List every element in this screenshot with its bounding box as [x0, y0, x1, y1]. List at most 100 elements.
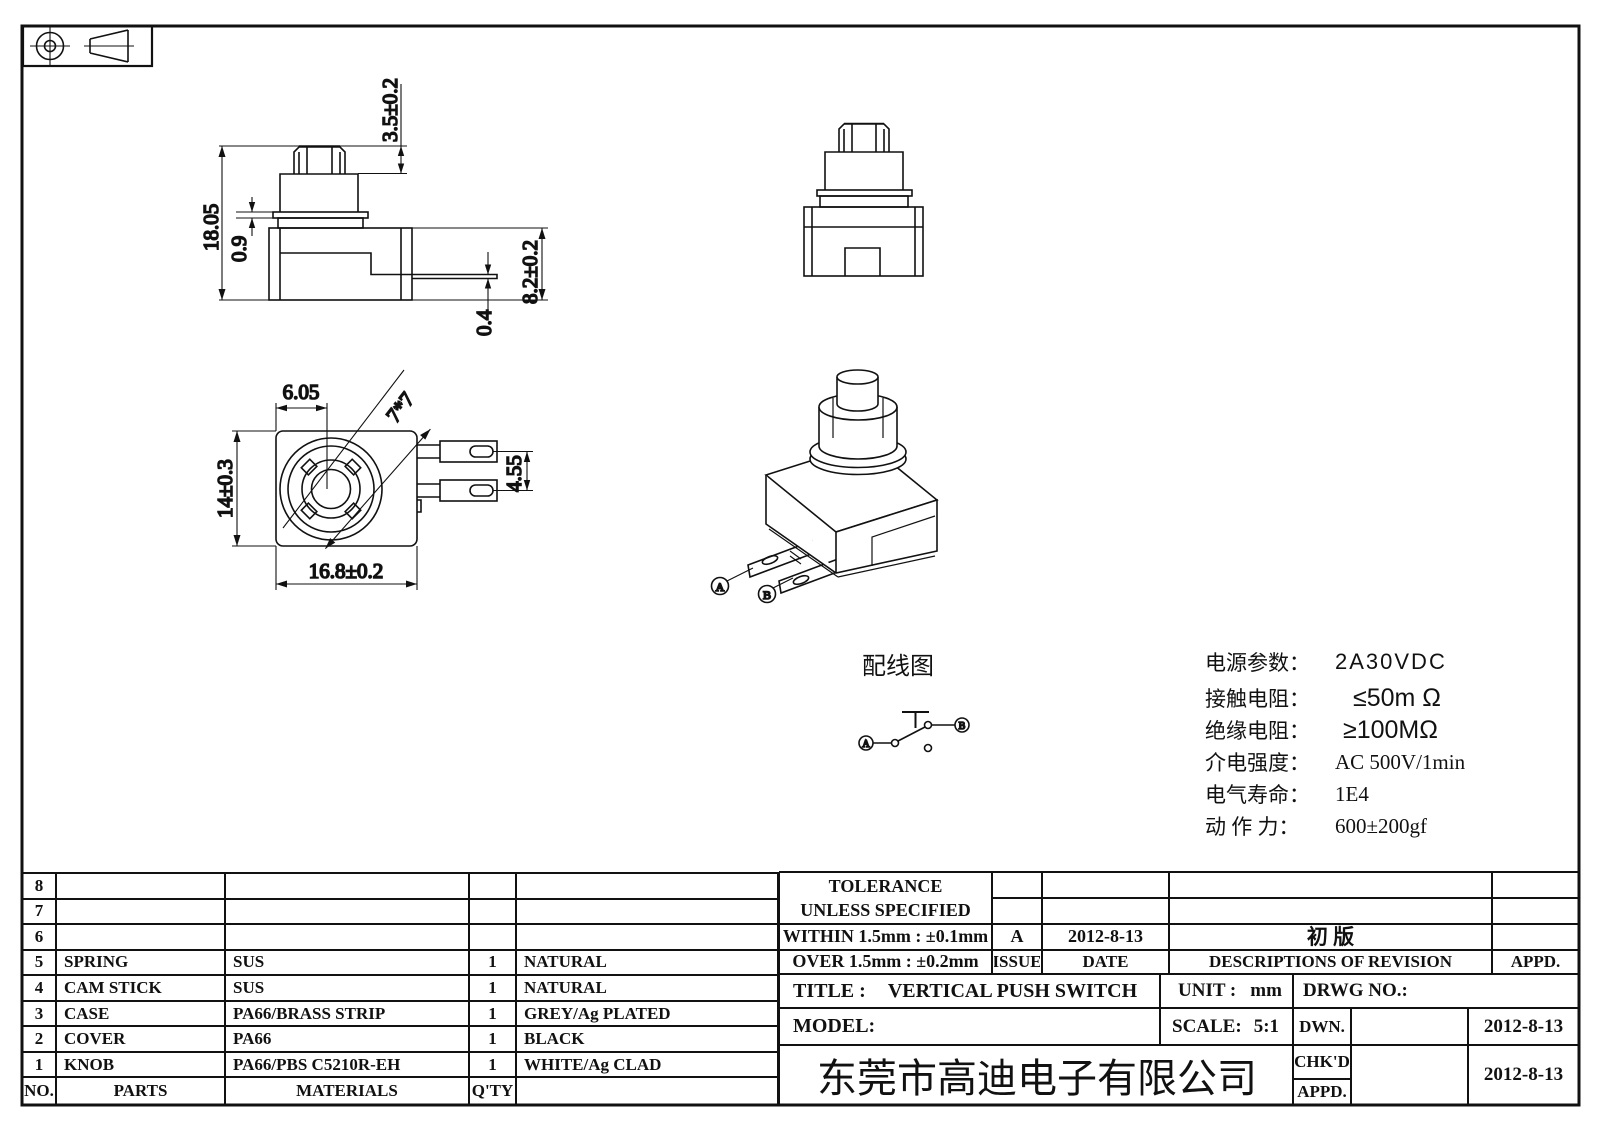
dim-body-depth: 14±0.3 — [213, 459, 237, 518]
dim-knob-top: 6.05 — [283, 380, 320, 404]
title-value: VERTICAL PUSH SWITCH — [887, 979, 1138, 1002]
parts-row-no: 3 — [23, 1001, 57, 1028]
spec-contact-resistance: 接触电阻： ≤50m Ω — [1205, 682, 1505, 714]
model-label: MODEL: — [793, 1015, 876, 1037]
parts-table: 8 7 6 5 SPRING SUS 1 NATURAL 4 CAM STICK… — [21, 872, 779, 1106]
parts-row-color: NATURAL — [517, 976, 777, 1002]
chkd-label: CHK'D — [1295, 1052, 1349, 1071]
spec-dielectric-strength: 介电强度： AC 500V/1min — [1205, 746, 1505, 778]
wiring-terminal-b-label: B — [959, 721, 966, 732]
dim-knob-square: 7*7 — [381, 387, 419, 427]
parts-row-qty: 1 — [470, 1001, 517, 1028]
parts-footer-qty: Q'TY — [470, 1078, 517, 1104]
spec-insulation-resistance: 绝缘电阻： ≥100MΩ — [1205, 714, 1505, 746]
parts-row-color: GREY/Ag PLATED — [517, 1002, 777, 1028]
parts-row-color: NATURAL — [517, 951, 777, 977]
parts-row-color — [517, 874, 777, 900]
spec-dielectric-strength-value: AC 500V/1min — [1335, 749, 1466, 774]
parts-row-qty: 1 — [470, 976, 517, 1002]
dim-terminal-pitch: 4.55 — [502, 455, 526, 492]
bottom-view — [275, 430, 498, 547]
front-view-arrows — [218, 146, 546, 300]
spec-contact-resistance-value: ≤50m Ω — [1353, 683, 1441, 712]
title-block-grid — [778, 871, 1579, 1105]
iso-terminal-b-label: B — [763, 588, 771, 602]
parts-row-no: 5 — [23, 950, 57, 977]
parts-row-no: 1 — [23, 1052, 57, 1079]
spec-electrical-life-value: 1E4 — [1335, 781, 1369, 806]
parts-footer-parts: PARTS — [57, 1078, 226, 1104]
front-view — [268, 145, 498, 301]
parts-row-material — [226, 899, 470, 926]
parts-row-qty: 1 — [470, 1027, 517, 1053]
dim-knob-height: 3.5±0.2 — [378, 78, 402, 142]
parts-row-name: COVER — [57, 1027, 226, 1053]
dim-body-height: 8.2±0.2 — [518, 240, 542, 304]
spec-power: 电源参数： 2A30VDC — [1205, 646, 1505, 678]
parts-row-name: KNOB — [57, 1052, 226, 1079]
parts-row-qty — [470, 925, 517, 951]
company-name: 东莞市高迪电子有限公司 — [817, 1056, 1257, 1101]
tolerance-header-line2: UNLESS SPECIFIED — [800, 899, 971, 920]
title-label: TITLE : — [793, 979, 866, 1002]
bottom-view-arrows — [233, 404, 531, 588]
dim-terminal-thickness: 0.4 — [472, 309, 496, 336]
dwn-label: DWN. — [1299, 1016, 1345, 1036]
dim-total-height: 18.05 — [199, 204, 223, 251]
parts-row-qty: 1 — [470, 950, 517, 977]
unit-value: mm — [1250, 980, 1282, 1001]
tolerance-over: OVER 1.5mm : ±0.2mm — [792, 951, 979, 971]
parts-row-name — [57, 874, 226, 900]
scale-label: SCALE: — [1172, 1015, 1242, 1037]
scale-row: SCALE: 5:1 — [1172, 1010, 1290, 1043]
spec-operating-force-label: 动 作 力： — [1205, 815, 1300, 839]
iso-terminal-a-label: A — [716, 580, 725, 594]
wiring-diagram — [858, 711, 970, 753]
parts-row-material: PA66 — [226, 1027, 470, 1053]
parts-row-name — [57, 925, 226, 951]
parts-row-material — [226, 874, 470, 900]
revision-appd-label: APPD. — [1510, 951, 1561, 971]
sheet-frame — [20, 24, 1581, 1107]
spec-operating-force: 动 作 力： 600±200gf — [1205, 810, 1505, 842]
parts-row-color — [517, 925, 777, 951]
wiring-terminal-a-label: A — [862, 739, 870, 750]
spec-insulation-resistance-label: 绝缘电阻： — [1205, 719, 1310, 743]
title-row: TITLE : VERTICAL PUSH SWITCH — [793, 976, 1153, 1006]
parts-row-name — [57, 899, 226, 926]
parts-footer-no: NO. — [23, 1078, 57, 1104]
parts-row-no: 2 — [23, 1027, 57, 1053]
dim-flange: 0.9 — [227, 236, 251, 262]
parts-row-material: PA66/BRASS STRIP — [226, 1001, 470, 1028]
iso-view — [710, 369, 939, 604]
scale-value: 5:1 — [1253, 1015, 1280, 1037]
spec-power-label: 电源参数： — [1205, 651, 1310, 675]
drwg-no-label: DRWG NO.: — [1303, 980, 1408, 1001]
parts-row-material: SUS — [226, 950, 470, 977]
spec-insulation-resistance-value: ≥100MΩ — [1343, 715, 1438, 744]
parts-footer-materials: MATERIALS — [226, 1078, 470, 1104]
dwn-date: 2012-8-13 — [1483, 1015, 1564, 1037]
side-view — [803, 122, 924, 277]
parts-row-name: CASE — [57, 1001, 226, 1028]
parts-row-qty — [470, 899, 517, 926]
parts-row-color: WHITE/Ag CLAD — [517, 1053, 777, 1079]
tolerance-within: WITHIN 1.5mm : ±0.1mm — [782, 926, 989, 946]
parts-row-color — [517, 900, 777, 926]
spec-power-value: 2A30VDC — [1335, 649, 1447, 674]
projection-symbol — [21, 24, 154, 68]
unit-label: UNIT : — [1178, 980, 1237, 1001]
revision-issue-value: A — [1010, 926, 1024, 946]
parts-row-name: CAM STICK — [57, 976, 226, 1002]
parts-row-name: SPRING — [57, 950, 226, 977]
spec-dielectric-strength-label: 介电强度： — [1205, 751, 1310, 775]
knob-tabs — [300, 458, 362, 520]
parts-row-no: 4 — [23, 976, 57, 1002]
tolerance-header-line1: TOLERANCE — [828, 875, 943, 896]
spec-operating-force-value: 600±200gf — [1335, 813, 1428, 838]
spec-electrical-life: 电气寿命： 1E4 — [1205, 778, 1505, 810]
parts-row-material — [226, 925, 470, 951]
parts-row-no: 6 — [23, 925, 57, 951]
